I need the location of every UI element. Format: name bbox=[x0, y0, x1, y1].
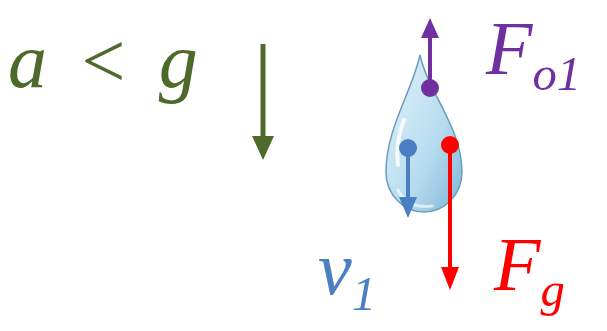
velocity-symbol: v1 bbox=[318, 230, 376, 318]
acceleration-relation: a < g bbox=[8, 22, 198, 100]
symbol-subscript: g bbox=[540, 263, 564, 317]
acceleration-arrowhead bbox=[252, 136, 274, 160]
buoyancy-arrowhead bbox=[421, 18, 439, 38]
gravity-arrowhead bbox=[441, 267, 459, 290]
velocity-point bbox=[399, 139, 417, 157]
velocity-arrowhead bbox=[399, 197, 417, 218]
symbol-subscript: 1 bbox=[352, 267, 376, 321]
symbol-main: v bbox=[318, 226, 352, 310]
symbol-subscript: o1 bbox=[532, 47, 581, 101]
buoyancy-symbol: Fo1 bbox=[486, 10, 581, 98]
symbol-text: a < g bbox=[8, 17, 198, 104]
symbol-main: F bbox=[494, 222, 540, 306]
acceleration-arrow bbox=[261, 44, 266, 140]
gravity-arrow bbox=[448, 145, 452, 270]
symbol-main: F bbox=[486, 6, 532, 90]
gravity-symbol: Fg bbox=[494, 226, 565, 314]
buoyancy-point bbox=[421, 79, 439, 97]
gravity-point bbox=[441, 136, 459, 154]
